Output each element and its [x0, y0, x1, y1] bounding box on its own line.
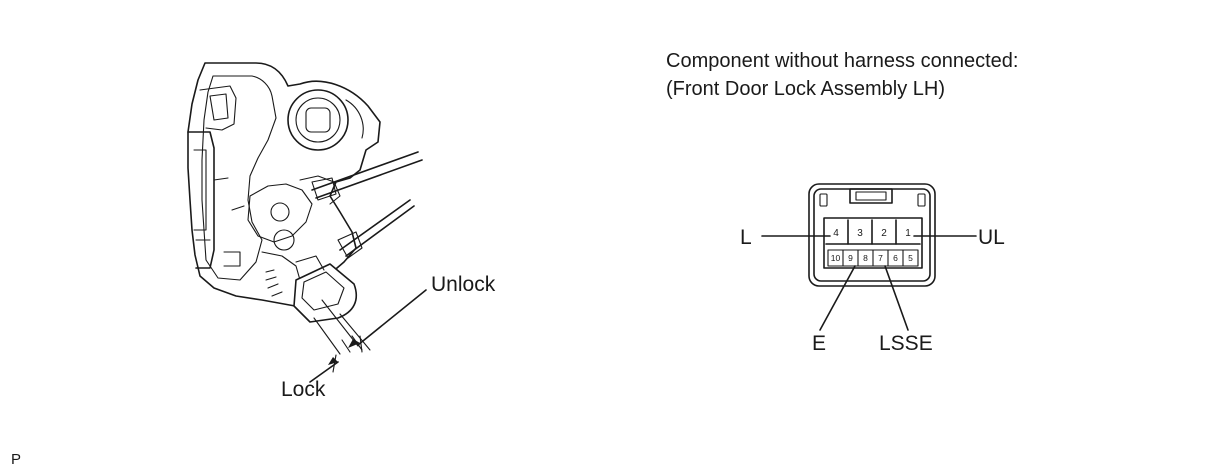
pin-number: 7 [878, 253, 883, 263]
header-line-2: (Front Door Lock Assembly LH) [666, 78, 945, 100]
figure-mark: P [11, 451, 21, 468]
pin-number: 1 [905, 228, 911, 239]
pin-number: 8 [863, 253, 868, 263]
connector-face [808, 183, 936, 287]
header-line-1: Component without harness connected: [666, 50, 1018, 72]
terminal-label-lsse: LSSE [879, 332, 933, 355]
terminal-label-e: E [812, 332, 826, 355]
pin-number: 10 [831, 253, 841, 263]
lock-unlock-indicator [309, 289, 427, 383]
terminal-leaders [761, 235, 977, 331]
lock-label: Lock [281, 378, 326, 401]
unlock-label: Unlock [431, 273, 496, 296]
pin-number: 4 [833, 228, 839, 239]
pin-number: 2 [881, 228, 887, 239]
terminal-label-ul: UL [978, 226, 1005, 249]
pin-number: 6 [893, 253, 898, 263]
door-lock-assembly-illustration [187, 62, 423, 323]
pin-number: 5 [908, 253, 913, 263]
terminal-label-l: L [740, 226, 752, 249]
pin-number: 3 [857, 228, 863, 239]
pin-number: 9 [848, 253, 853, 263]
